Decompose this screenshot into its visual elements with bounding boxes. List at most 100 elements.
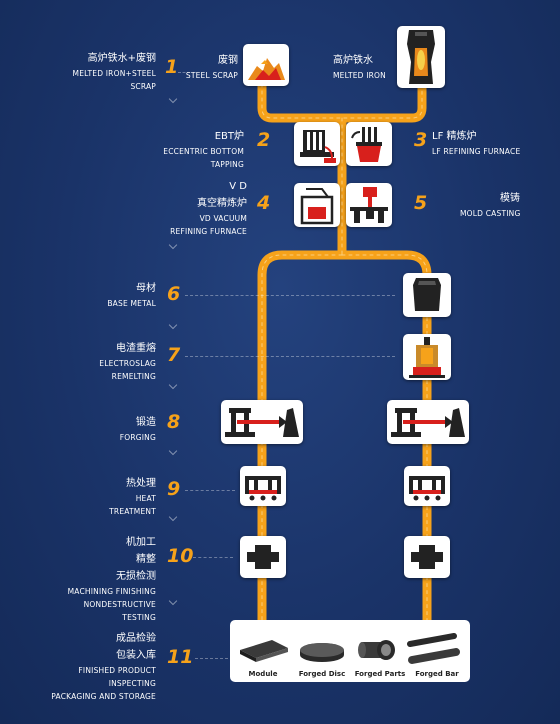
step1-number: 1 (165, 56, 179, 78)
step4-cn2: 真空精炼炉 (197, 198, 247, 209)
product-module-label: Module (248, 670, 278, 678)
machined-part-box-left (240, 536, 286, 578)
step2-cn: EBT炉 (214, 131, 244, 142)
separator (185, 490, 235, 492)
step1-cn: 高炉铁水+废钢 (87, 53, 156, 64)
step11-cn1: 成品检验 (116, 633, 156, 644)
step5-cn: 模铸 (500, 193, 520, 204)
step9-label: 热处理 HEAT TREATMENT (96, 475, 156, 518)
step3-en: LF REFINING FURNACE (432, 147, 521, 156)
base-metal-icon (413, 278, 441, 311)
products-icons (240, 633, 460, 664)
product-forged-disc-label: Forged Disc (298, 670, 346, 678)
step1-en2: SCRAP (130, 82, 156, 91)
melted-iron-cn: 高炉铁水 (333, 55, 373, 66)
separator (178, 72, 190, 74)
heat-treatment-icon (409, 476, 445, 501)
product-forged-bar-label: Forged Bar (415, 670, 459, 678)
step3-cn: LF 精炼炉 (432, 131, 477, 142)
separator (185, 356, 395, 358)
base-metal-box (403, 273, 451, 317)
separator (193, 557, 233, 559)
electroslag-icon (409, 337, 445, 378)
machined-part-icon (247, 545, 279, 569)
step2-en2: TAPPING (210, 160, 244, 169)
electroslag-box (403, 334, 451, 380)
step6-label: 母材 BASE METAL (70, 280, 156, 310)
machined-part-icon (411, 545, 443, 569)
step6-number: 6 (167, 283, 181, 305)
step1-label: 高炉铁水+废钢 MELTED IRON+STEEL SCRAP (56, 50, 156, 93)
step7-cn: 电渣重熔 (116, 343, 156, 354)
step7-label: 电渣重熔 ELECTROSLAG REMELTING (70, 340, 156, 383)
vd-vacuum-icon (300, 188, 334, 225)
step5-number: 5 (414, 192, 428, 214)
step9-en2: TREATMENT (109, 507, 156, 516)
mold-casting-icon (350, 187, 388, 223)
step10-number: 10 (167, 545, 194, 567)
steel-scrap-cn: 废钢 (218, 55, 238, 66)
step2-en1: ECCENTRIC BOTTOM (163, 147, 244, 156)
step4-cn1: V D (229, 181, 247, 192)
forging-press-icon (225, 408, 299, 437)
melted-iron-box (397, 26, 445, 88)
step8-label: 锻造 FORGING (96, 414, 156, 444)
step8-en: FORGING (119, 433, 156, 442)
step9-cn: 热处理 (126, 478, 156, 489)
step3-label: LF 精炼炉 LF REFINING FURNACE (432, 128, 532, 158)
step6-cn: 母材 (136, 283, 156, 294)
step10-en1: MACHINING FINISHING (67, 587, 156, 596)
heat-treatment-box-right (404, 466, 450, 506)
separator (195, 658, 228, 660)
step11-cn2: 包装入库 (116, 650, 156, 661)
step11-number: 11 (167, 646, 194, 668)
step2-label: EBT炉 ECCENTRIC BOTTOM TAPPING (140, 128, 244, 171)
step11-en3: PACKAGING AND STORAGE (51, 692, 156, 701)
vd-vacuum-box (294, 183, 340, 227)
step4-en1: VD VACUUM (199, 214, 247, 223)
step7-en2: REMELTING (111, 372, 156, 381)
step7-number: 7 (167, 344, 181, 366)
forging-press-box-left (221, 400, 303, 444)
steel-scrap-box (243, 44, 289, 86)
mold-casting-box (346, 183, 392, 227)
step5-en: MOLD CASTING (460, 209, 521, 218)
heat-treatment-icon (245, 476, 281, 501)
step8-cn: 锻造 (136, 417, 156, 428)
lf-furnace-icon (351, 127, 382, 162)
melted-iron-icon (407, 30, 435, 84)
lf-furnace-box (346, 122, 392, 166)
step7-en1: ELECTROSLAG (99, 359, 156, 368)
step4-label: V D 真空精炼炉 VD VACUUM REFINING FURNACE (150, 178, 247, 238)
step11-label: 成品检验 包装入库 FINISHED PRODUCT INSPECTING PA… (40, 630, 156, 703)
step4-en2: REFINING FURNACE (170, 227, 247, 236)
steel-scrap-label: 废钢 STEEL SCRAP (176, 52, 238, 82)
step3-number: 3 (414, 129, 428, 151)
step10-cn2: 精整 (136, 554, 156, 565)
step10-cn3: 无损检测 (116, 571, 156, 582)
step2-number: 2 (257, 129, 271, 151)
step1-en1: MELTED IRON+STEEL (72, 69, 156, 78)
product-forged-parts-label: Forged Parts (354, 670, 406, 678)
finished-products-panel: Module Forged Disc Forged Parts Forged B… (230, 620, 470, 682)
steel-scrap-icon (248, 58, 285, 80)
step6-en: BASE METAL (107, 299, 156, 308)
step4-number: 4 (257, 192, 271, 214)
forging-press-icon (391, 408, 465, 437)
step11-en1: FINISHED PRODUCT (78, 666, 156, 675)
step11-en2: INSPECTING (108, 679, 156, 688)
step5-label: 模铸 MOLD CASTING (460, 190, 540, 220)
separator (185, 295, 395, 297)
heat-treatment-box-left (240, 466, 286, 506)
ebt-furnace-box (294, 122, 340, 166)
steel-scrap-en: STEEL SCRAP (185, 71, 238, 80)
step9-number: 9 (167, 478, 181, 500)
machined-part-box-right (404, 536, 450, 578)
melted-iron-label: 高炉铁水 MELTED IRON (333, 52, 403, 82)
step10-cn1: 机加工 (126, 537, 156, 548)
step10-en2: NONDESTRUCTIVE TESTING (83, 600, 156, 622)
ebt-furnace-icon (300, 130, 336, 163)
step10-label: 机加工 精整 无损检测 MACHINING FINISHING NONDESTR… (50, 534, 156, 624)
step9-en1: HEAT (135, 494, 156, 503)
